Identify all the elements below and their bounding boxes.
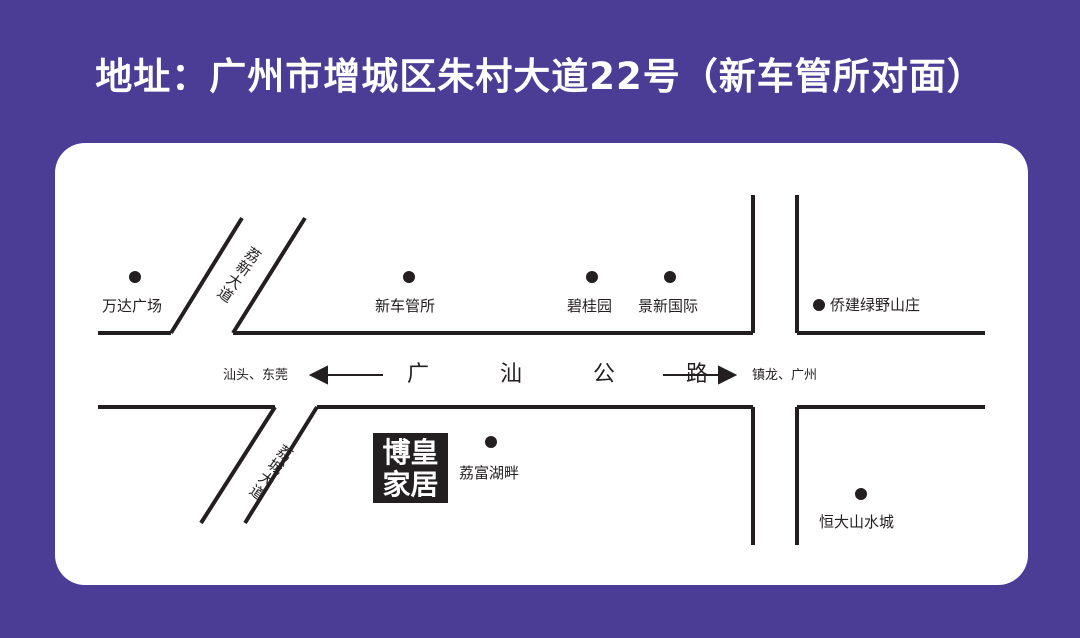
arrow-west-head	[308, 365, 328, 385]
logo-line-2: 家居	[382, 468, 439, 501]
dot-biguiyuan	[586, 271, 598, 283]
label-xincheguansuo: 新车管所	[375, 297, 436, 315]
dot-hengda	[855, 488, 867, 500]
label-biguiyuan: 碧桂园	[567, 297, 613, 315]
licheng-avenue-edge-right	[243, 405, 319, 525]
bohuang-logo: 博皇 家居	[373, 433, 448, 503]
map-card: 万达广场 新车管所 碧桂园 景新国际 侨建绿野山庄 荔富湖畔 恒大山水城 广 汕…	[55, 143, 1028, 585]
label-hengda: 恒大山水城	[819, 513, 895, 531]
label-lifu: 荔富湖畔	[459, 464, 520, 482]
label-east-direction: 镇龙、广州	[752, 368, 818, 383]
licheng-avenue-edge-left	[199, 405, 277, 525]
main-road-name: 广 汕 公 路	[407, 362, 740, 387]
dot-jingxin	[664, 271, 676, 283]
lixin-avenue-edge-left	[169, 216, 244, 335]
label-wanda: 万达广场	[102, 297, 163, 315]
road-map	[98, 195, 985, 545]
label-qiaojian: 侨建绿野山庄	[830, 296, 921, 314]
page-title: 地址：广州市增城区朱村大道22号（新车管所对面）	[95, 55, 985, 98]
label-west-direction: 汕头、东莞	[223, 368, 289, 383]
dot-qiaojian	[813, 299, 825, 311]
logo-line-1: 博皇	[382, 436, 439, 469]
arrow-east-head	[718, 365, 738, 385]
lixin-avenue-edge-right	[231, 216, 307, 335]
dot-lifu	[485, 436, 497, 448]
dot-wanda	[129, 271, 141, 283]
label-jingxin: 景新国际	[638, 297, 699, 315]
dot-xincheguansuo	[403, 271, 415, 283]
